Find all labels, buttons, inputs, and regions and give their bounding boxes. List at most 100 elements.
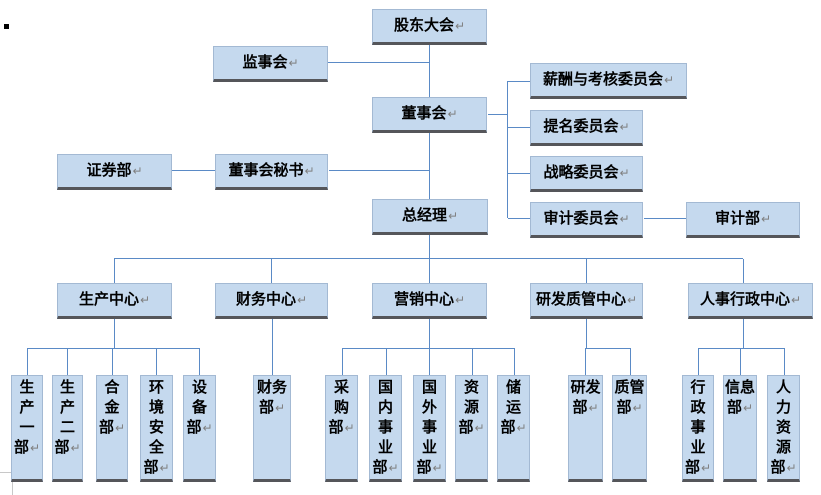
node-env-safety-dept[interactable]: 环境安全部↵ <box>140 375 173 482</box>
connector-line <box>507 81 508 218</box>
return-mark-icon: ↵ <box>786 461 797 475</box>
node-audit-dept[interactable]: 审计部↵ <box>686 202 800 238</box>
connector-line <box>27 348 28 375</box>
connector-line <box>488 114 507 115</box>
return-mark-icon: ↵ <box>304 164 315 178</box>
node-hr-admin-center[interactable]: 人事行政中心↵ <box>688 283 813 319</box>
return-mark-icon: ↵ <box>344 421 355 435</box>
return-mark-icon: ↵ <box>632 401 643 415</box>
node-shareholders-meeting[interactable]: 股东大会↵ <box>372 9 487 45</box>
node-label: 总经理 <box>401 207 447 224</box>
return-mark-icon: ↵ <box>626 293 638 307</box>
node-label: 研发部 <box>570 379 601 416</box>
node-hr-dept[interactable]: 人力资源部↵ <box>767 375 800 482</box>
connector-line <box>585 348 586 375</box>
return-mark-icon: ↵ <box>663 73 675 87</box>
return-mark-icon: ↵ <box>202 421 213 435</box>
node-label: 信息部 <box>725 379 756 416</box>
node-label: 人力资源部 <box>770 379 791 476</box>
return-mark-icon: ↵ <box>296 293 308 307</box>
connector-line <box>630 348 631 375</box>
node-label: 薪酬与考核委员会 <box>542 71 663 88</box>
node-rd-quality-center[interactable]: 研发质管中心↵ <box>530 283 643 319</box>
node-purchasing-dept[interactable]: 采购部↵ <box>325 375 358 482</box>
node-board-of-directors[interactable]: 董事会↵ <box>372 97 487 133</box>
connector-line <box>429 348 430 375</box>
return-mark-icon: ↵ <box>742 401 754 415</box>
node-production-center[interactable]: 生产中心↵ <box>57 283 172 319</box>
return-mark-icon: ↵ <box>474 421 485 435</box>
node-marketing-center[interactable]: 营销中心↵ <box>372 283 487 319</box>
table-border-corner-v <box>12 472 13 495</box>
connector-line <box>586 259 587 283</box>
node-info-dept[interactable]: 信息部↵ <box>723 375 757 482</box>
node-finance-center[interactable]: 财务中心↵ <box>215 283 328 319</box>
node-label: 营销中心 <box>393 291 454 308</box>
node-audit-committee[interactable]: 审计委员会↵ <box>530 202 643 238</box>
node-finance-dept[interactable]: 财务部↵ <box>253 375 291 482</box>
node-overseas-business-dept[interactable]: 国外事业部↵ <box>413 375 446 482</box>
node-equipment-dept[interactable]: 设备部↵ <box>183 375 216 482</box>
connector-line <box>429 132 430 199</box>
connector-line <box>272 318 273 375</box>
connector-line <box>329 170 429 171</box>
connector-line <box>114 258 743 259</box>
connector-line <box>429 44 430 97</box>
connector-line <box>514 348 515 375</box>
node-label: 股东大会 <box>393 17 454 34</box>
node-strategy-committee[interactable]: 战略委员会↵ <box>530 156 643 192</box>
connector-line <box>508 81 530 82</box>
node-label: 环境安全部 <box>143 379 164 476</box>
node-domestic-business-dept[interactable]: 国内事业部↵ <box>369 375 402 482</box>
connector-line <box>67 348 68 375</box>
node-label: 证券部 <box>86 162 132 179</box>
node-label: 审计委员会 <box>543 210 619 227</box>
connector-line <box>328 62 429 63</box>
node-label: 研发质管中心 <box>535 291 626 308</box>
node-label: 生产一部 <box>13 379 35 456</box>
node-quality-dept[interactable]: 质管部↵ <box>612 375 647 482</box>
node-label: 监事会 <box>242 54 288 71</box>
return-mark-icon: ↵ <box>619 212 630 226</box>
node-production-dept-2[interactable]: 生产二部↵ <box>52 375 83 482</box>
connector-line <box>698 348 784 349</box>
node-label: 董事会秘书 <box>228 162 304 179</box>
return-mark-icon: ↵ <box>388 461 399 475</box>
return-mark-icon: ↵ <box>619 166 630 180</box>
connector-line <box>114 259 115 283</box>
node-storage-transport-dept[interactable]: 储运部↵ <box>497 375 530 482</box>
connector-line <box>114 318 115 348</box>
node-admin-business-dept[interactable]: 行政事业部↵ <box>682 375 714 482</box>
node-production-dept-1[interactable]: 生产一部↵ <box>11 375 43 482</box>
node-general-manager[interactable]: 总经理↵ <box>372 199 488 235</box>
return-mark-icon: ↵ <box>132 164 143 178</box>
node-compensation-committee[interactable]: 薪酬与考核委员会↵ <box>530 63 687 99</box>
connector-line <box>342 348 343 375</box>
return-mark-icon: ↵ <box>139 293 151 307</box>
connector-line <box>743 318 744 348</box>
node-securities-dept[interactable]: 证券部↵ <box>57 154 172 190</box>
node-label: 战略委员会 <box>543 164 619 181</box>
node-label: 提名委员会 <box>543 118 619 135</box>
node-board-secretary[interactable]: 董事会秘书↵ <box>215 154 328 190</box>
node-label: 行政事业部 <box>684 379 706 476</box>
node-alloy-dept[interactable]: 合金部↵ <box>96 375 128 482</box>
connector-line <box>429 318 430 348</box>
return-mark-icon: ↵ <box>447 209 459 223</box>
node-label: 采购部 <box>328 379 349 436</box>
node-nomination-committee[interactable]: 提名委员会↵ <box>530 110 643 146</box>
node-label: 质管部 <box>614 379 645 416</box>
node-label: 董事会 <box>401 105 447 122</box>
return-mark-icon: ↵ <box>447 107 458 121</box>
return-mark-icon: ↵ <box>619 120 630 134</box>
table-border-corner-h <box>0 472 12 473</box>
node-supervisory-board[interactable]: 监事会↵ <box>213 46 328 82</box>
connector-line <box>508 127 530 128</box>
connector-line <box>271 259 272 283</box>
connector-line <box>27 348 199 349</box>
node-rd-dept[interactable]: 研发部↵ <box>568 375 603 482</box>
node-label: 合金部 <box>98 379 120 436</box>
node-resources-dept[interactable]: 资源部↵ <box>455 375 488 482</box>
connector-line <box>429 234 430 258</box>
